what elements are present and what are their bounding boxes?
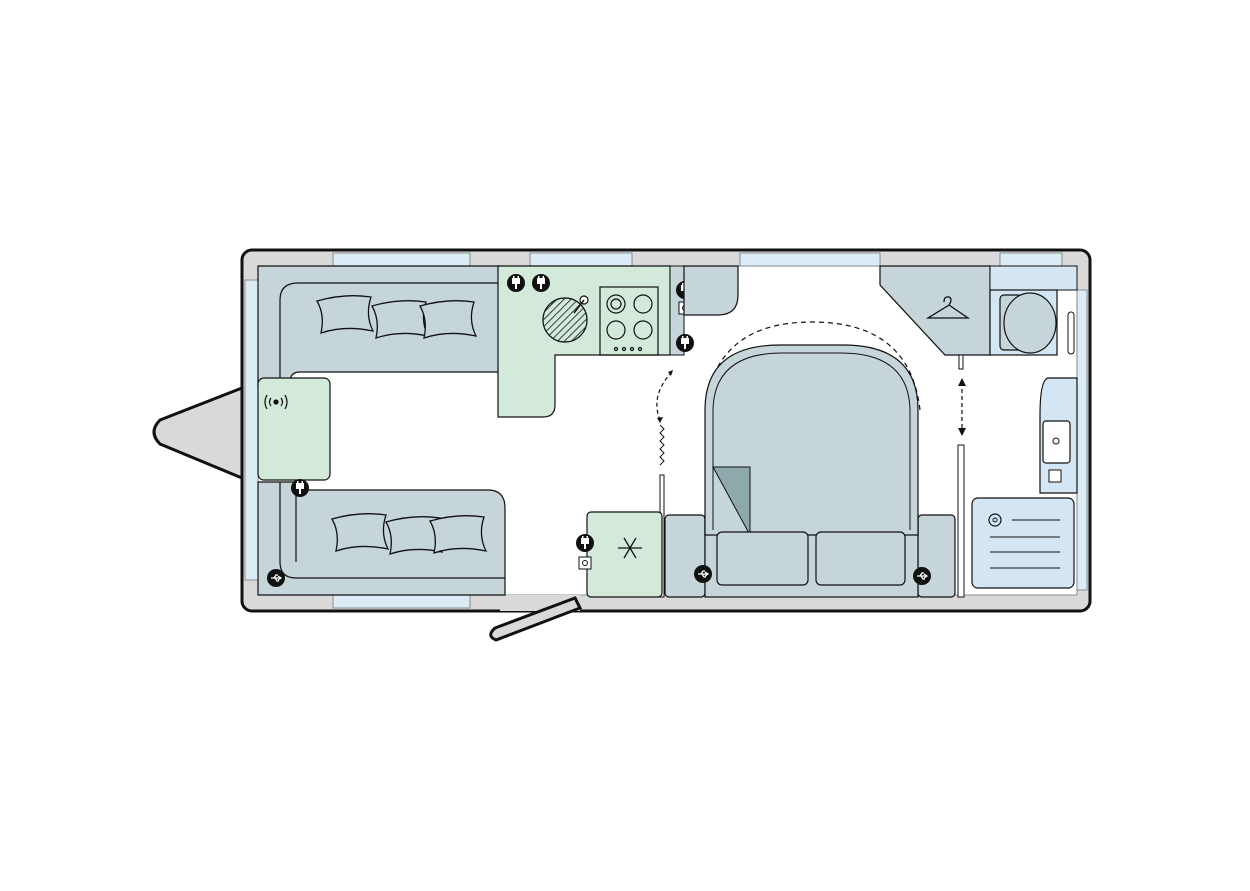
socket-icon	[291, 479, 309, 497]
a-frame-drawbar	[152, 385, 244, 481]
cushion-icon	[419, 300, 477, 339]
wardrobe	[879, 265, 991, 356]
front-table[interactable]	[257, 377, 331, 481]
usb-icon	[912, 566, 932, 586]
aerial-icon	[264, 394, 288, 410]
concertina-door[interactable]	[659, 424, 665, 466]
fridge[interactable]	[586, 511, 663, 598]
bed-drawer-right	[815, 531, 906, 586]
hob-icon	[599, 286, 659, 356]
socket-icon	[676, 334, 694, 352]
hanger-icon	[925, 296, 971, 319]
cushion-icon	[331, 513, 389, 552]
socket-icon	[507, 274, 525, 292]
bed-fold-corner	[712, 466, 751, 536]
kitchen-worktop	[497, 265, 671, 418]
sofa-top-backrest	[279, 282, 500, 385]
entrance-door[interactable]	[489, 596, 583, 642]
usb-icon	[693, 564, 713, 584]
island-bed[interactable]	[704, 344, 919, 536]
cushion-icon	[316, 295, 374, 334]
toilet-icon	[989, 289, 1058, 356]
usb-icon	[266, 568, 286, 588]
towel-rail	[1067, 311, 1075, 355]
basin-icon	[1042, 420, 1071, 483]
sink-icon	[542, 295, 589, 343]
tv-socket-icon	[578, 556, 592, 570]
bed-arc-indicator	[704, 321, 921, 411]
socket-icon	[532, 274, 550, 292]
socket-icon	[576, 534, 594, 552]
bedside-cabinet-left	[664, 514, 706, 598]
washroom-wall	[989, 265, 1078, 291]
cushion-icon	[429, 515, 487, 554]
shower-icon	[971, 497, 1075, 589]
wardrobe-top	[683, 265, 739, 316]
bed-drawer-left	[716, 531, 809, 586]
bathroom-door[interactable]	[957, 444, 965, 598]
snowflake-icon	[618, 537, 642, 559]
